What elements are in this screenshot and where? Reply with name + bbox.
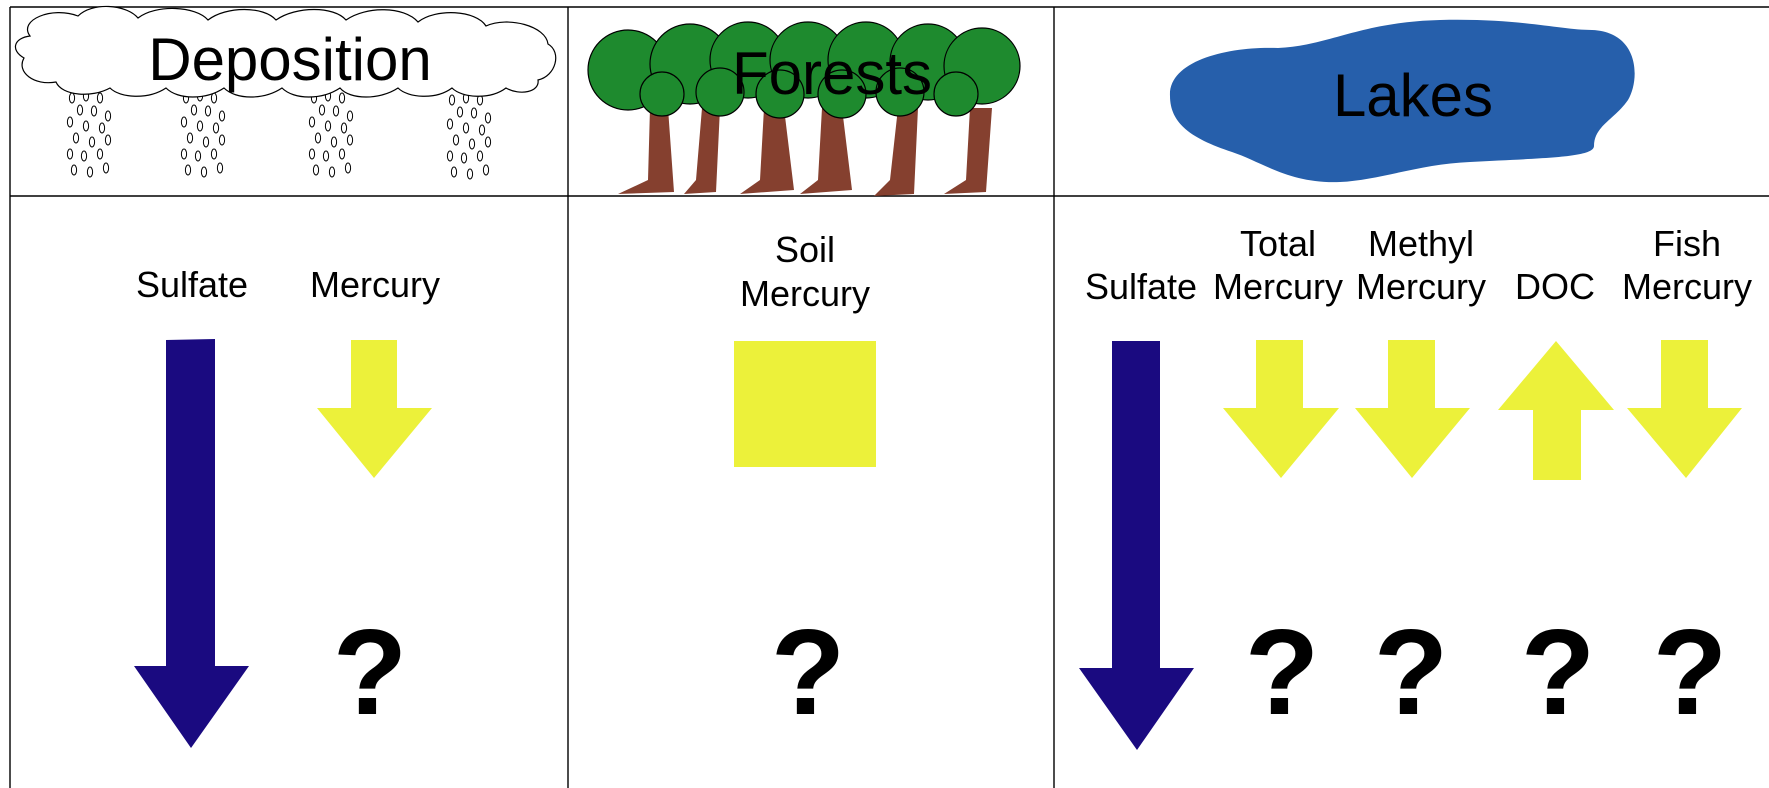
methyl-mercury-unknown-mark: ? — [1374, 604, 1449, 740]
forests-column: Soil Mercury ? — [734, 229, 876, 740]
doc-unknown-mark: ? — [1521, 604, 1596, 740]
lake-water-icon — [1169, 19, 1635, 183]
lake-illustration: Lakes — [1169, 19, 1635, 183]
deposition-illustration: Deposition — [14, 5, 557, 180]
forest-illustration: Forests — [587, 21, 1021, 196]
lakes-column: Sulfate Total Mercury Methyl Mercury DOC… — [1079, 223, 1752, 750]
fish-mercury-label-line2: Mercury — [1622, 266, 1752, 307]
fish-mercury-unknown-mark: ? — [1653, 604, 1728, 740]
deposition-header-title: Deposition — [148, 26, 432, 93]
methyl-mercury-label-line2: Mercury — [1356, 266, 1486, 307]
total-mercury-unknown-mark: ? — [1245, 604, 1320, 740]
fish-mercury-label-line1: Fish — [1653, 223, 1721, 264]
deposition-sulfate-label: Sulfate — [136, 264, 248, 305]
tree-trunk-icon — [874, 108, 918, 196]
doc-label: DOC — [1515, 266, 1595, 307]
forests-header-title: Forests — [732, 40, 932, 107]
total-mercury-label-line1: Total — [1240, 223, 1316, 264]
tree-canopy-icon — [587, 21, 1021, 119]
tree-trunk-icon — [618, 108, 674, 194]
fish-mercury-down-arrow — [1627, 340, 1742, 478]
tree-trunk-icon — [740, 108, 794, 194]
soil-mercury-no-change-square — [734, 341, 876, 467]
lake-sulfate-down-arrow — [1079, 341, 1194, 750]
tree-trunk-icon — [684, 108, 720, 194]
doc-up-arrow — [1498, 341, 1614, 480]
raindrops — [66, 90, 492, 180]
deposition-column: Sulfate Mercury ? — [134, 264, 440, 748]
soil-mercury-label-line1: Soil — [775, 229, 835, 270]
sulfate-deposition-down-arrow — [134, 339, 249, 748]
tree-trunk-icon — [944, 108, 992, 194]
table-grid — [9, 6, 1769, 788]
methyl-mercury-label-line1: Methyl — [1368, 223, 1474, 264]
mercury-deposition-down-arrow — [317, 340, 432, 478]
total-mercury-down-arrow — [1223, 340, 1339, 478]
methyl-mercury-down-arrow — [1355, 340, 1470, 478]
lakes-header-title: Lakes — [1333, 62, 1493, 129]
deposition-mercury-label: Mercury — [310, 264, 440, 305]
cloud-icon — [14, 5, 557, 98]
soil-mercury-unknown-mark: ? — [771, 604, 846, 740]
soil-mercury-label-line2: Mercury — [740, 273, 870, 314]
tree-trunks — [618, 108, 992, 196]
tree-trunk-icon — [800, 108, 852, 194]
mercury-deposition-unknown-mark: ? — [333, 604, 408, 740]
total-mercury-label-line2: Mercury — [1213, 266, 1343, 307]
lake-sulfate-label: Sulfate — [1085, 266, 1197, 307]
